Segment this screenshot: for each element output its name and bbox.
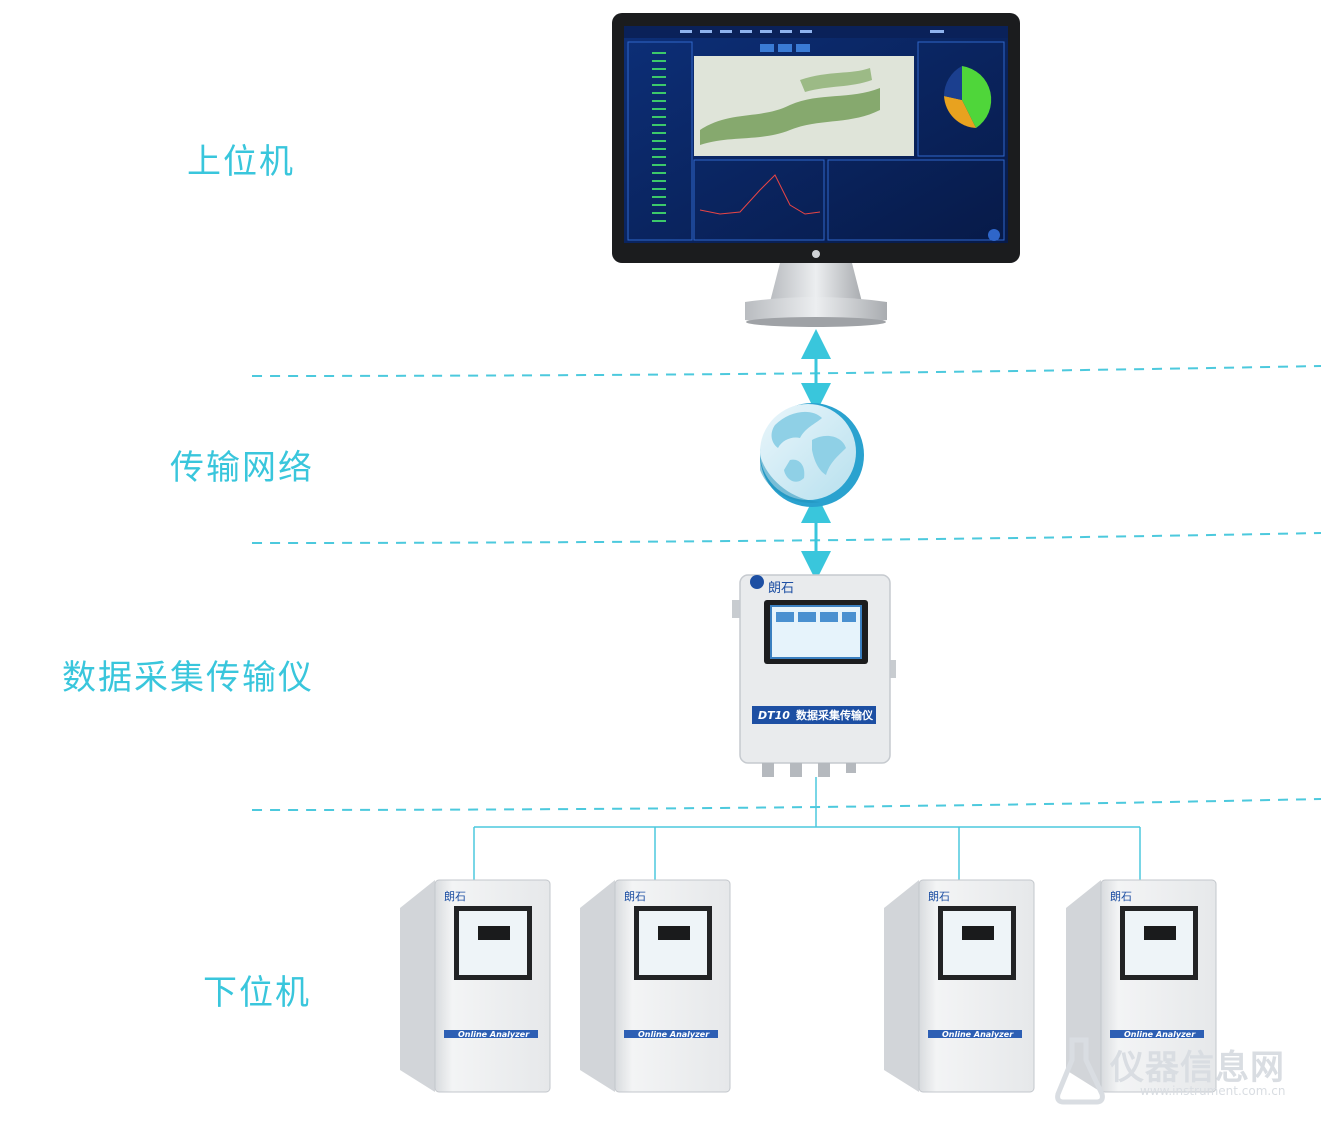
analyzer-1-brand: 朗石 [444,890,466,903]
monitor-icon [612,13,1020,327]
label-upper-computer: 上位机 [187,142,295,182]
dtu-device-icon: 朗石 DT10 数据采集传输仪 [732,574,896,777]
separator-2 [251,532,1321,544]
analyzer-3: 朗石 Online Analyzer [884,879,1035,1093]
watermark-flask-icon [1055,1037,1105,1105]
layer-separators [251,365,1321,811]
separator-1 [251,365,1321,377]
analyzer-2-brand: 朗石 [624,890,646,903]
dtu-model: DT10 [758,709,790,722]
analyzer-3-brand: 朗石 [928,890,950,903]
watermark-text: 仪器信息网 [1110,1048,1285,1088]
analyzer-2: 朗石 Online Analyzer [580,879,731,1093]
analyzer-4-label: Online Analyzer [1124,1030,1196,1039]
bus-lines [473,777,1141,898]
watermark-url: www.instrument.com.cn [1140,1084,1286,1098]
analyzer-4-brand: 朗石 [1110,890,1132,903]
globe-icon [760,403,864,507]
analyzer-3-label: Online Analyzer [942,1030,1014,1039]
dtu-brand: 朗石 [768,581,794,596]
label-transmission-network: 传输网络 [170,448,314,488]
label-data-acquisition: 数据采集传输仪 [62,658,314,698]
analyzer-1: 朗石 Online Analyzer [400,879,551,1093]
analyzer-2-label: Online Analyzer [638,1030,710,1039]
separator-3 [251,798,1321,811]
dtu-name: 数据采集传输仪 [796,708,874,722]
watermark: 仪器信息网 www.instrument.com.cn [1052,1036,1312,1116]
label-lower-computer: 下位机 [203,973,311,1013]
analyzer-1-label: Online Analyzer [458,1030,530,1039]
